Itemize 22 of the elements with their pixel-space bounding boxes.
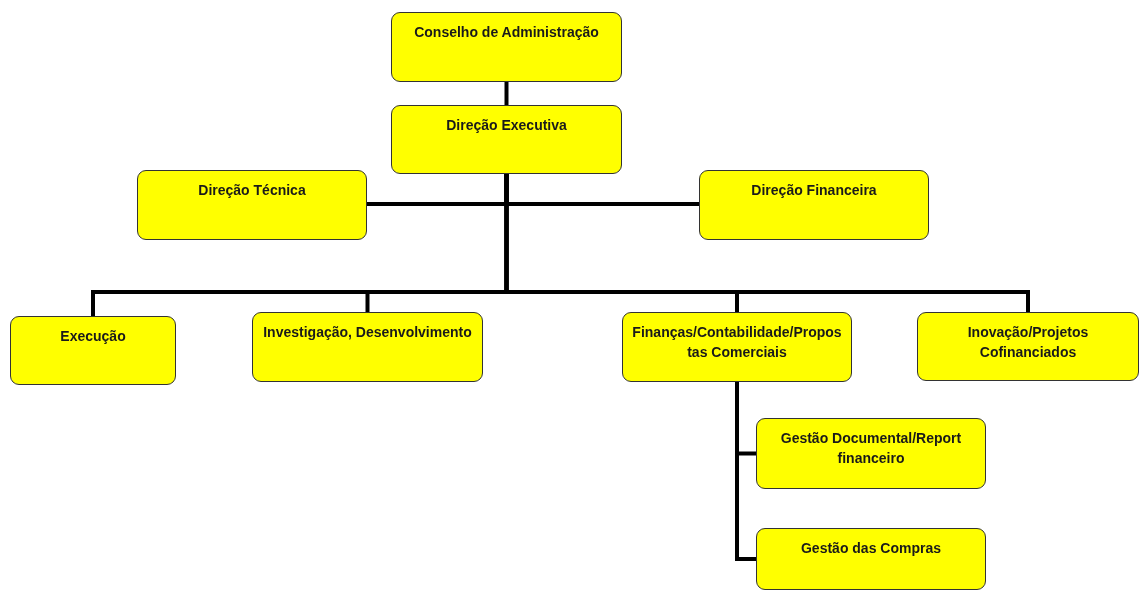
org-box <box>756 528 986 590</box>
box-label: Direção Executiva <box>445 116 568 135</box>
org-box <box>756 418 986 489</box>
org-box <box>252 312 483 382</box>
box-label: Direção Técnica <box>197 181 307 200</box>
box-label: Conselho de Administração <box>413 23 600 42</box>
org-box <box>391 105 622 174</box>
org-box <box>699 170 929 240</box>
box-label: Investigação, Desenvolvimento <box>262 323 473 342</box>
org-box <box>10 316 176 385</box>
connector-line <box>504 82 509 105</box>
org-box <box>622 312 852 382</box>
org-box <box>917 312 1139 381</box>
org-box <box>137 170 367 240</box>
box-label: Direção Financeira <box>750 181 878 200</box>
org-box <box>391 12 622 82</box>
box-label: Execução <box>59 327 127 346</box>
connector-line <box>735 382 756 561</box>
box-label: Gestão das Compras <box>799 539 943 558</box>
box-label: Gestão Documental/Report financeiro <box>779 429 963 468</box>
box-label: Inovação/Projetos Cofinanciados <box>966 323 1090 362</box>
box-label: Finanças/Contabilidade/Propostas Comerciais <box>631 323 843 362</box>
